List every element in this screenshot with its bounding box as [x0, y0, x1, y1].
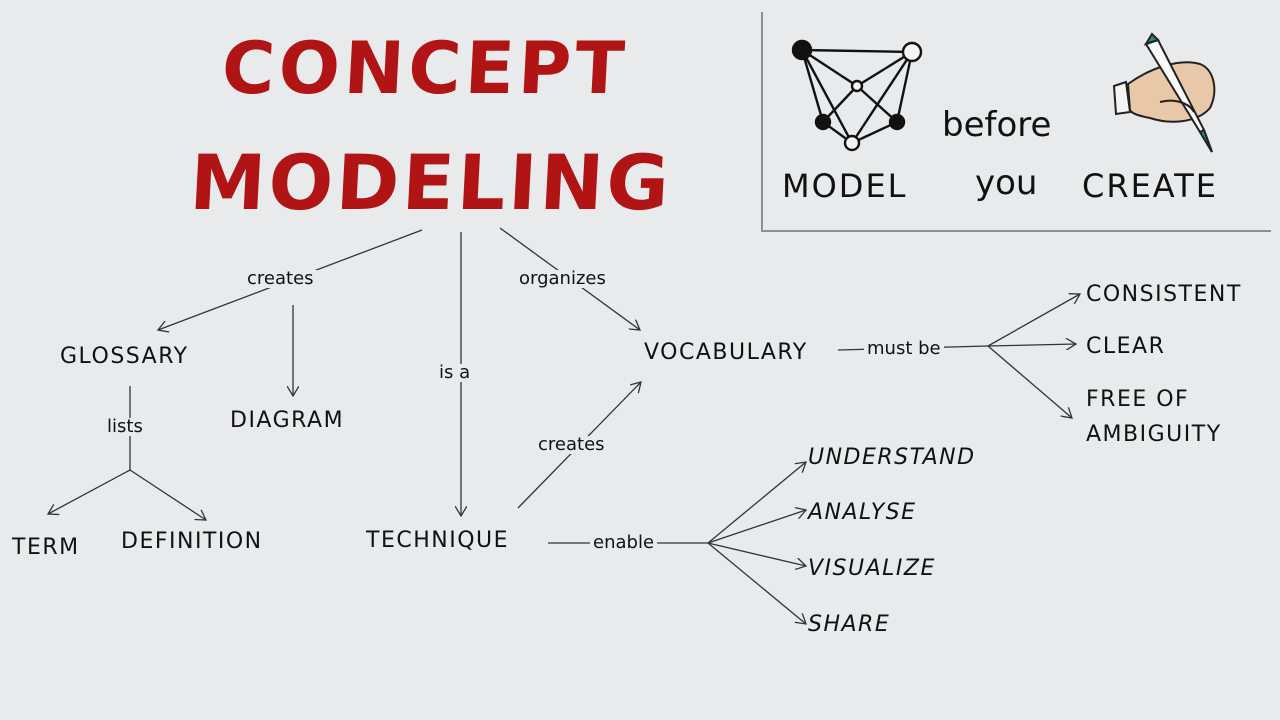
hand-pencil-icon [1112, 32, 1216, 153]
node-understand: UNDERSTAND [808, 445, 976, 470]
edge-label-creates-mid: creates [535, 436, 608, 454]
node-term: TERM [12, 535, 80, 560]
edge-enable-visualize [707, 542, 806, 566]
node-definition: DEFINITION [121, 529, 263, 554]
banner-model: MODEL [782, 167, 908, 205]
node-technique: TECHNIQUE [366, 528, 510, 553]
banner-create: CREATE [1082, 167, 1218, 205]
title-line-1: CONCEPT [219, 26, 631, 110]
node-consistent: CONSISTENT [1086, 282, 1242, 307]
edge-lists-definition [129, 469, 206, 520]
node-clear: CLEAR [1086, 334, 1166, 359]
banner-frame-bottom [761, 230, 1271, 232]
edge-label-must-be: must be [864, 340, 944, 358]
edge-label-creates-left: creates [244, 270, 317, 288]
edge-mustbe-free [987, 345, 1072, 418]
node-free-of: FREE OF [1086, 387, 1190, 412]
banner-frame-left [761, 12, 763, 232]
title-line-2: MODELING [187, 138, 675, 227]
node-share: SHARE [808, 612, 891, 637]
edge-label-enable: enable [590, 534, 658, 552]
edge-enable-analyse [707, 510, 806, 544]
banner-before: before [942, 105, 1052, 145]
edge-lists-term [48, 469, 131, 514]
edge-label-is-a: is a [436, 364, 474, 382]
edge-enable-understand [707, 462, 806, 544]
edge-label-organizes: organizes [516, 270, 609, 288]
edge-mustbe-clear [987, 344, 1076, 346]
node-diagram: DIAGRAM [230, 408, 345, 433]
node-ambiguity: AMBIGUITY [1086, 422, 1222, 447]
edge-label-lists: lists [104, 418, 146, 436]
network-icon [791, 39, 923, 152]
node-vocabulary: VOCABULARY [644, 340, 808, 365]
edge-enable-share [707, 542, 806, 624]
banner-you: you [975, 163, 1038, 203]
node-glossary: GLOSSARY [60, 344, 189, 369]
edge-mustbe-consistent [987, 294, 1080, 347]
node-visualize: VISUALIZE [808, 556, 936, 581]
node-analyse: ANALYSE [808, 500, 917, 525]
